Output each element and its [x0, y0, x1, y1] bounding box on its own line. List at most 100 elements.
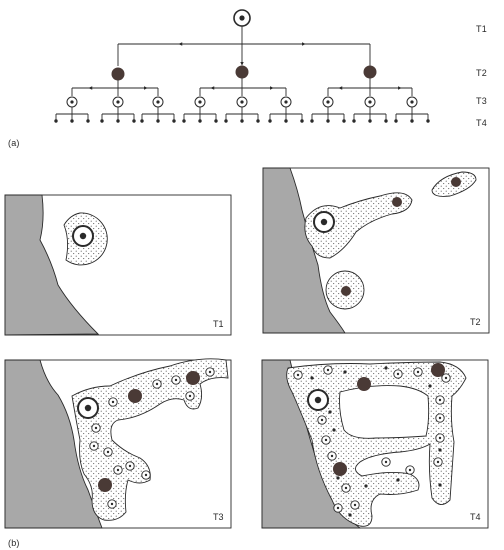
node-t4	[214, 119, 218, 123]
settlement-t3	[205, 367, 215, 377]
settlement-t3	[185, 391, 195, 401]
settlement-t3	[405, 465, 415, 475]
node-t4	[54, 119, 58, 123]
panel-label-t3: T3	[213, 512, 224, 522]
settlement-t3	[152, 379, 162, 389]
settlement-t4	[428, 384, 432, 388]
settlement-t2	[451, 177, 461, 187]
settlement-t3	[435, 413, 445, 423]
node-t4	[132, 119, 136, 123]
node-t4	[256, 119, 260, 123]
settlement-t4	[364, 484, 368, 488]
settlement-t4	[336, 476, 340, 480]
settlement-t3	[89, 441, 99, 451]
settlement-t2	[128, 389, 142, 403]
settlement-t3	[433, 457, 443, 467]
settlement-t4	[332, 428, 336, 432]
node-t3	[236, 96, 248, 108]
settlement-t3	[113, 465, 123, 475]
node-t2	[235, 65, 249, 79]
settlement-t4	[328, 410, 332, 414]
node-t4	[172, 119, 176, 123]
node-t4	[426, 119, 430, 123]
settlement-t2	[333, 462, 347, 476]
settlement-zone	[304, 192, 413, 259]
level-label-t2: T2	[476, 68, 487, 78]
node-t3	[406, 96, 418, 108]
settlement-t4	[343, 370, 347, 374]
settlement-t2	[98, 478, 112, 492]
node-t4	[384, 119, 388, 123]
settlement-t2	[186, 371, 200, 385]
node-t4	[368, 119, 372, 123]
node-t3	[280, 96, 292, 108]
node-t4	[116, 119, 120, 123]
settlement-t3	[293, 370, 303, 380]
settlement-t3	[108, 397, 118, 407]
node-t4	[394, 119, 398, 123]
settlement-t3	[125, 461, 135, 471]
settlement-t4	[396, 478, 400, 482]
hierarchy-tree	[71, 9, 413, 96]
node-t4	[140, 119, 144, 123]
node-t2	[111, 67, 125, 81]
panel-t2: T2	[262, 167, 490, 334]
node-t4	[284, 119, 288, 123]
tree-level-t3-t4	[54, 96, 430, 123]
node-t4	[300, 119, 304, 123]
settlement-t3	[323, 365, 333, 375]
settlement-t4	[310, 376, 314, 380]
node-t3	[194, 96, 206, 108]
node-t4	[326, 119, 330, 123]
panel-label-t2: T2	[470, 317, 481, 327]
node-t4	[182, 119, 186, 123]
settlement-t4	[438, 483, 442, 487]
settlement-t3	[393, 369, 403, 379]
settlement-t4	[348, 513, 352, 517]
land-mass	[262, 167, 346, 334]
panel-label-t4: T4	[470, 512, 481, 522]
node-t4	[156, 119, 160, 123]
part-a-label: (a)	[8, 138, 20, 148]
settlement-t3	[171, 375, 181, 385]
node-t3	[364, 96, 376, 108]
node-t4	[86, 119, 90, 123]
node-t4	[310, 119, 314, 123]
settlement-t3	[333, 503, 343, 513]
settlement-t3	[413, 367, 423, 377]
settlement-t3	[435, 433, 445, 443]
land-mass	[4, 194, 100, 336]
panel-t3: T3	[4, 358, 232, 529]
node-t4	[100, 119, 104, 123]
level-label-t3: T3	[476, 96, 487, 106]
settlement-t3	[350, 500, 360, 510]
part-b-label: (b)	[8, 538, 20, 548]
settlement-t3	[327, 451, 337, 461]
node-t3	[322, 96, 334, 108]
settlement-t2	[357, 377, 371, 391]
node-t4	[352, 119, 356, 123]
node-t4	[410, 119, 414, 123]
node-t3	[66, 96, 78, 108]
panel-t1: T1	[4, 194, 232, 336]
settlement-t3	[321, 435, 331, 445]
node-t2	[363, 65, 377, 79]
node-t3	[152, 96, 164, 108]
node-t4	[224, 119, 228, 123]
settlement-t2	[392, 197, 402, 207]
settlement-t3	[107, 499, 117, 509]
settlement-t3	[441, 373, 451, 383]
panel-t4: T4	[261, 359, 489, 529]
settlement-t3	[91, 423, 101, 433]
settlement-t2	[431, 363, 445, 377]
level-label-t4: T4	[476, 118, 487, 128]
settlement-t4	[438, 448, 442, 452]
settlement-t4	[384, 366, 388, 370]
settlement-t3	[435, 395, 445, 405]
node-t4	[268, 119, 272, 123]
level-label-t1: T1	[476, 24, 487, 34]
settlement-t3	[317, 415, 327, 425]
node-t4	[240, 119, 244, 123]
settlement-t3	[103, 447, 113, 457]
node-t4	[342, 119, 346, 123]
